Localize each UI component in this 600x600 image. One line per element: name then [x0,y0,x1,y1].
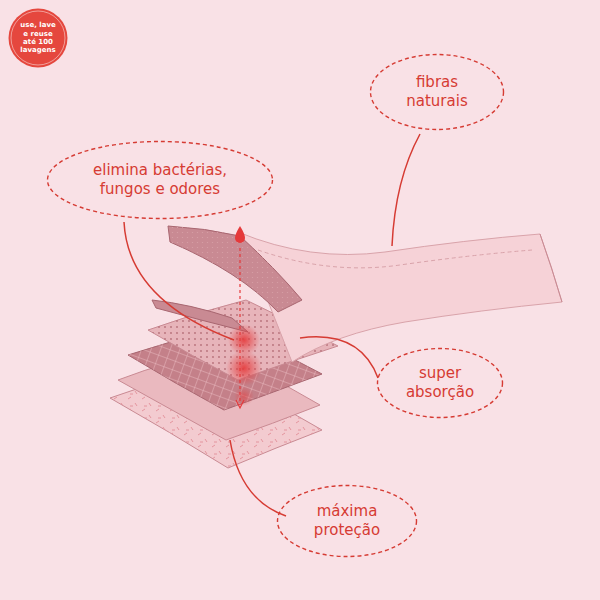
badge-text: use, lave e reuse até 100 lavagens [17,21,59,55]
callout-ellipse: fibras naturais [369,53,505,131]
text-group: super absorção [395,364,485,402]
callout-text: super absorção [395,364,485,402]
callout-text: máxima proteção [297,502,397,540]
callout-ellipse: elimina bactérias, fungos e odores [46,140,274,220]
text-group: elimina bactérias, fungos e odores [80,161,240,199]
callout-ellipse: super absorção [376,347,504,419]
badge-circle: use, lave e reuse até 100 lavagens [7,7,69,69]
text-group: máxima proteção [297,502,397,540]
callout-ellipse: máxima proteção [276,484,418,558]
callout-text: elimina bactérias, fungos e odores [80,161,240,199]
text-group: fibras naturais [392,73,482,111]
text-group: use, lave e reuse até 100 lavagens [17,21,59,55]
callout-text: fibras naturais [392,73,482,111]
